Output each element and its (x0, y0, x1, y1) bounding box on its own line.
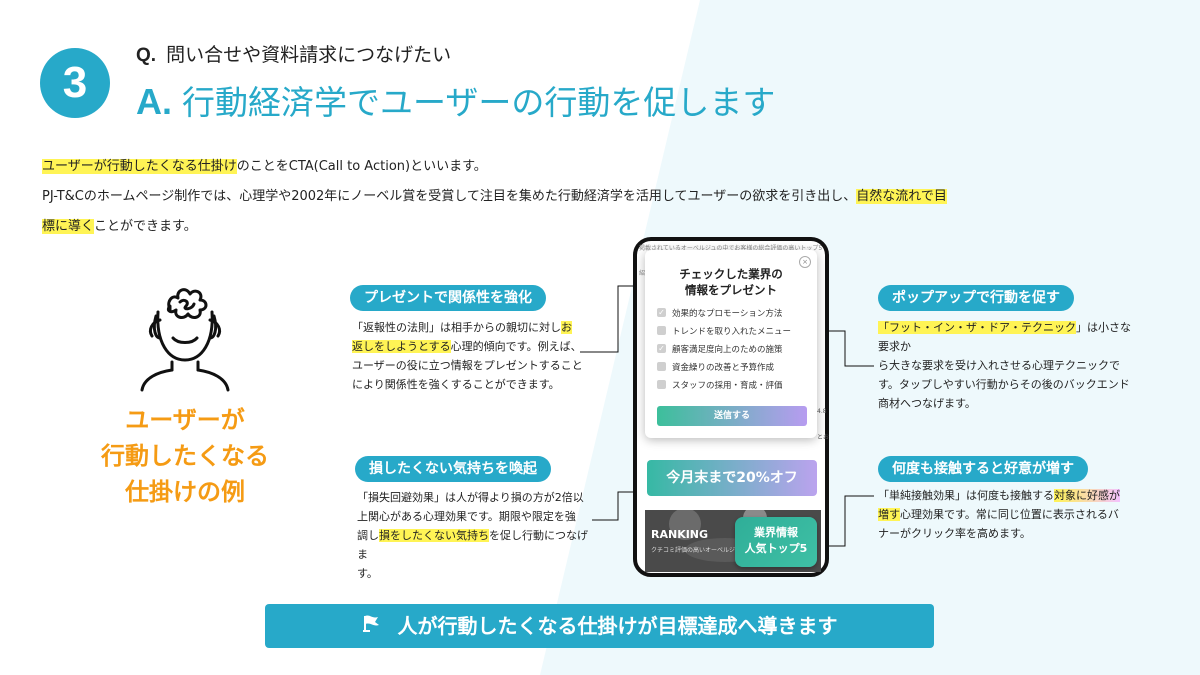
phone-side-text: とお (817, 434, 830, 441)
repeat-card-body: 「単純接触効果」は何度も接触する対象に好感が 増す心理効果です。常に同じ位置に表… (878, 486, 1148, 543)
present-card-body: 「返報性の法則」は相手からの親切に対しお 返しをしようとする心理的傾向です。例え… (352, 318, 592, 394)
popup-card-body: 「フット・イン・ザ・ドア・テクニック」は小さな要求か ら大きな要求を受け入れさせ… (878, 318, 1138, 413)
present-card-title: プレゼントで関係性を強化 (350, 285, 546, 311)
ranking-subtitle: クチコミ評価の高いオーベルジュ (651, 547, 741, 554)
popup-card-title: ポップアップで行動を促す (878, 285, 1074, 311)
loss-line-4: す。 (357, 567, 378, 580)
popup-line-1: 」は小さな要求か (878, 321, 1131, 353)
present-highlight-2: 返しをしようとする (352, 340, 451, 353)
loss-card-body: 「損失回避効果」は人が得より損の方が2倍以 上関心がある心理効果です。期限や限定… (357, 488, 597, 583)
popup-line-4: 商材へつなげます。 (878, 397, 976, 410)
option-label-4: 資金繰りの改善と予算作成 (672, 363, 775, 373)
checkbox-option-3[interactable]: ✓ 顧客満足度向上のための施策 (657, 342, 815, 358)
popup-line-2: ら大きな要求を受け入れさせる心理テクニックで (878, 359, 1120, 372)
industry-info-button[interactable]: 業界情報 人気トップ5 (735, 517, 817, 567)
present-line-2: 心理的傾向です。例えば、 (450, 340, 582, 353)
present-line-3: ユーザーの役に立つ情報をプレゼントすること (352, 359, 583, 372)
close-icon[interactable]: × (799, 256, 811, 268)
industry-info-line-1: 業界情報 (754, 526, 798, 539)
user-caption: ユーザーが 行動したくなる 仕掛けの例 (80, 402, 290, 510)
ranking-label: RANKING (651, 528, 709, 541)
intro-line-2-pre: PJ-T&Cのホームページ制作では、心理学や2002年にノーベル賞を受賞して注目… (42, 189, 857, 204)
loss-line-2: 上関心がある心理効果です。期限や限定を強 (357, 510, 576, 523)
phone-bg-text-top: 掲載されているオーベルジュの中でお客様の総合評価の高いトップ5 (639, 245, 823, 252)
checkbox-option-2[interactable]: トレンドを取り入れたメニュー (657, 324, 815, 340)
checkbox-option-4[interactable]: 資金繰りの改善と予算作成 (657, 360, 815, 376)
cta-label: 人が行動したくなる仕掛けが目標達成へ導きます (397, 614, 838, 638)
popup-highlight: 「フット・イン・ザ・ドア・テクニック (878, 321, 1076, 334)
answer-prefix: A. (136, 81, 172, 122)
intro-line-1-rest: のことをCTA(Call to Action)といいます。 (236, 159, 487, 174)
repeat-line-2: 心理効果です。常に同じ位置に表示されるバ (900, 508, 1119, 521)
checkbox-checked-icon[interactable]: ✓ (657, 308, 666, 317)
cta-bar: 人が行動したくなる仕掛けが目標達成へ導きます (265, 604, 934, 648)
question-text: 問い合せや資料請求につなげたい (166, 44, 452, 66)
phone-side-number: 4.8 (817, 408, 827, 415)
intro-paragraph: ユーザーが行動したくなる仕掛けのことをCTA(Call to Action)とい… (42, 152, 1042, 242)
caption-line-2: 行動したくなる (101, 442, 269, 470)
caption-line-3: 仕掛けの例 (125, 478, 245, 506)
intro-highlight-2: 自然な流れで目 (856, 189, 947, 204)
checkbox-icon[interactable] (657, 326, 666, 335)
intro-line-3: 標に導くことができます。 (42, 212, 1042, 242)
intro-line-2: PJ-T&Cのホームページ制作では、心理学や2002年にノーベル賞を受賞して注目… (42, 182, 1042, 212)
question-line: Q. 問い合せや資料請求につなげたい (136, 40, 451, 67)
repeat-highlight-1: 対象に好感が (1054, 489, 1120, 502)
option-label-3: 顧客満足度向上のための施策 (672, 345, 783, 355)
popup-title-line-2: 情報をプレゼント (685, 283, 777, 297)
checkbox-checked-icon[interactable]: ✓ (657, 344, 666, 353)
present-line-1: 「返報性の法則」は相手からの親切に対し (352, 321, 561, 334)
present-line-4: により関係性を強くすることができます。 (352, 378, 560, 391)
popup-line-3: す。タップしやすい行動からその後のバックエンド (878, 378, 1130, 391)
answer-line: A. 行動経済学でユーザーの行動を促します (136, 76, 775, 124)
checkbox-option-1[interactable]: ✓ 効果的なプロモーション方法 (657, 306, 815, 322)
option-label-1: 効果的なプロモーション方法 (672, 309, 783, 319)
repeat-highlight-2: 増す (878, 508, 900, 521)
repeat-line-3: ナーがクリック率を高めます。 (878, 527, 1031, 540)
intro-line-3-rest: ことができます。 (94, 219, 197, 234)
checkbox-option-5[interactable]: スタッフの採用・育成・評価 (657, 378, 815, 394)
loss-line-3-rest: を促し行動につなげま (357, 529, 588, 561)
repeat-card-title: 何度も接触すると好意が増す (878, 456, 1088, 482)
loss-line-3-pre: 調し (357, 529, 379, 542)
answer-text: 行動経済学でユーザーの行動を促します (182, 83, 776, 122)
industry-info-line-2: 人気トップ5 (744, 542, 808, 555)
intro-line-1: ユーザーが行動したくなる仕掛けのことをCTA(Call to Action)とい… (42, 152, 1042, 182)
option-label-2: トレンドを取り入れたメニュー (672, 327, 792, 337)
option-label-5: スタッフの採用・育成・評価 (672, 381, 783, 391)
phone-popup-dialog: × チェックした業界の 情報をプレゼント ✓ 効果的なプロモーション方法 トレンド… (645, 250, 817, 438)
popup-title-line-1: チェックした業界の (679, 267, 783, 281)
send-button[interactable]: 送信する (657, 406, 807, 426)
repeat-line-1-pre: 「単純接触効果」は何度も接触する (878, 489, 1054, 502)
caption-line-1: ユーザーが (125, 406, 245, 434)
checkbox-icon[interactable] (657, 362, 666, 371)
popup-dialog-title: チェックした業界の 情報をプレゼント (645, 266, 817, 298)
loss-line-1: 「損失回避効果」は人が得より損の方が2倍以 (357, 491, 584, 504)
discount-banner[interactable]: 今月末まで20%オフ (647, 460, 817, 496)
intro-highlight-1: ユーザーが行動したくなる仕掛け (42, 159, 237, 174)
checkbox-icon[interactable] (657, 380, 666, 389)
intro-highlight-3: 標に導く (42, 219, 95, 234)
section-number-badge: 3 (40, 48, 110, 118)
question-prefix: Q. (136, 45, 157, 66)
flag-icon (362, 604, 384, 648)
thinking-head-icon (140, 288, 230, 392)
loss-highlight: 損をしたくない気持ち (379, 529, 489, 542)
loss-card-title: 損したくない気持ちを喚起 (355, 456, 551, 482)
present-highlight-1: お (561, 321, 572, 334)
